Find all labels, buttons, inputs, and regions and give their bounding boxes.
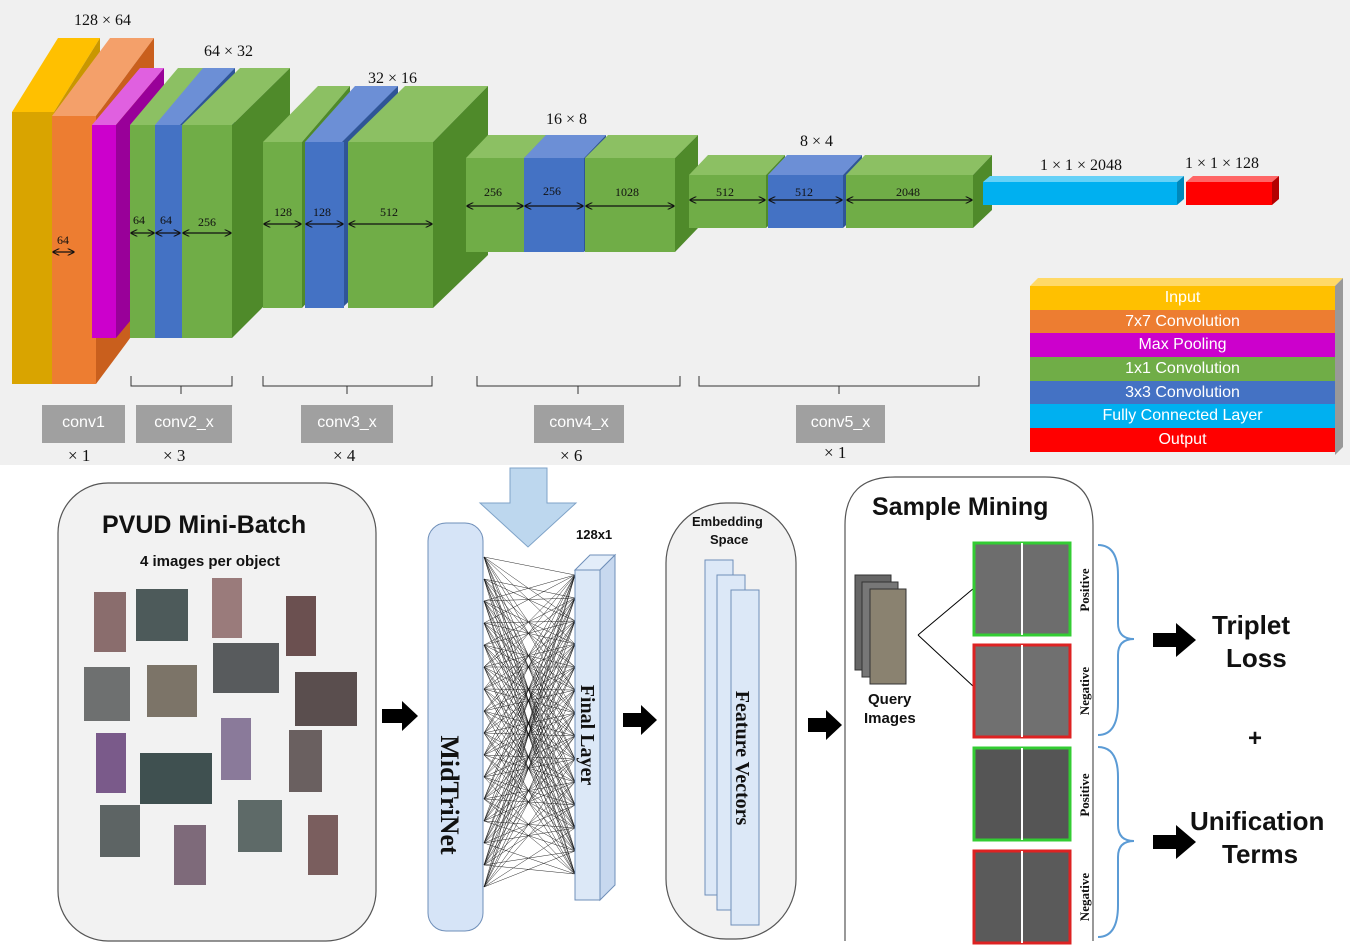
triplet-label-2: Loss	[1226, 643, 1287, 673]
stage-conv2: conv2_x	[136, 405, 232, 443]
batch-subtitle: 4 images per object	[140, 553, 281, 570]
midtrinet-label: MidTriNet	[435, 735, 464, 855]
down-arrow	[478, 467, 578, 548]
channel-label: 1028	[615, 185, 639, 199]
channel-label: 512	[716, 185, 734, 199]
feature-vector	[730, 589, 760, 926]
negative-label: Negative	[1077, 667, 1092, 716]
stage-conv5: conv5_x	[796, 405, 885, 443]
output-block	[1186, 176, 1279, 205]
channel-label: 256	[484, 185, 502, 199]
fc-mesh	[483, 556, 576, 888]
channel-label: 256	[543, 184, 561, 198]
channel-arrows	[53, 200, 972, 252]
batch-title: PVUD Mini-Batch	[102, 511, 307, 539]
unification-label-2: Terms	[1222, 839, 1299, 869]
channel-label: 128	[274, 205, 292, 219]
dim-label: 1 × 1 × 2048	[1040, 157, 1122, 174]
query-lines	[917, 587, 975, 688]
legend: Input 7x7 Convolution Max Pooling 1x1 Co…	[1030, 286, 1335, 452]
stage-reps: × 1	[824, 443, 847, 462]
legend-3d-edge	[1030, 278, 1343, 455]
stage-braces	[130, 376, 980, 394]
negative-label: Negative	[1077, 873, 1092, 922]
legend-item-fc: Fully Connected Layer	[1030, 404, 1335, 429]
stage-conv3: conv3_x	[301, 405, 393, 443]
fc-block	[983, 176, 1184, 205]
embedding-title-2: Space	[710, 532, 749, 547]
stage-conv1: conv1	[42, 405, 125, 443]
final-layer-block	[574, 569, 601, 901]
channel-label: 512	[380, 205, 398, 219]
channel-label: 64	[160, 213, 172, 227]
pipeline-diagram: Positive Negative Positive Negative MidT…	[57, 467, 1196, 945]
channel-label: 128	[313, 205, 331, 219]
channel-label: 2048	[896, 185, 920, 199]
dim-label: 32 × 16	[368, 70, 417, 87]
network-diagram: 64 64 64 256 128 128 512 256 256 1028 51…	[12, 12, 1279, 394]
sample-mining-title: Sample Mining	[872, 493, 1049, 521]
legend-item-input: Input	[1030, 286, 1335, 310]
channel-label: 64	[133, 213, 145, 227]
plus-sign: +	[1248, 725, 1263, 752]
final-dim-label: 128x1	[576, 527, 613, 542]
dim-label: 128 × 64	[74, 12, 131, 29]
stage-reps: × 6	[560, 446, 583, 465]
stage-reps: × 1	[68, 446, 91, 465]
dim-label: 1 × 1 × 128	[1185, 155, 1259, 172]
legend-item-conv1x1: 1x1 Convolution	[1030, 357, 1335, 381]
unification-label-1: Unification	[1190, 806, 1325, 836]
legend-item-output: Output	[1030, 428, 1335, 452]
flow-arrows	[382, 623, 1196, 859]
curly-braces	[1097, 544, 1135, 938]
stage-reps: × 3	[163, 446, 186, 465]
legend-item-conv3x3: 3x3 Convolution	[1030, 380, 1335, 405]
conv4-block-1x1b	[585, 135, 698, 252]
embedding-title-1: Embedding	[692, 514, 763, 529]
positive-label: Positive	[1077, 568, 1092, 612]
dim-label: 64 × 32	[204, 43, 253, 60]
query-image	[869, 588, 907, 685]
final-layer-label: Final Layer	[576, 685, 598, 786]
channel-label: 512	[795, 185, 813, 199]
stage-conv4: conv4_x	[534, 405, 624, 443]
positive-label: Positive	[1077, 773, 1092, 817]
dim-label: 16 × 8	[546, 111, 587, 128]
triplet-label-1: Triplet	[1212, 610, 1291, 640]
dim-label: 8 × 4	[800, 133, 833, 150]
query-label-2: Images	[864, 710, 916, 727]
legend-item-maxpool: Max Pooling	[1030, 333, 1335, 358]
feature-vectors-label: Feature Vectors	[731, 691, 753, 826]
midtrinet-block	[427, 522, 484, 932]
channel-label: 256	[198, 215, 216, 229]
sample-images	[84, 578, 357, 885]
query-label-1: Query	[868, 691, 912, 708]
legend-item-conv7x7: 7x7 Convolution	[1030, 309, 1335, 334]
channel-label: 64	[57, 233, 69, 247]
stage-reps: × 4	[333, 446, 356, 465]
